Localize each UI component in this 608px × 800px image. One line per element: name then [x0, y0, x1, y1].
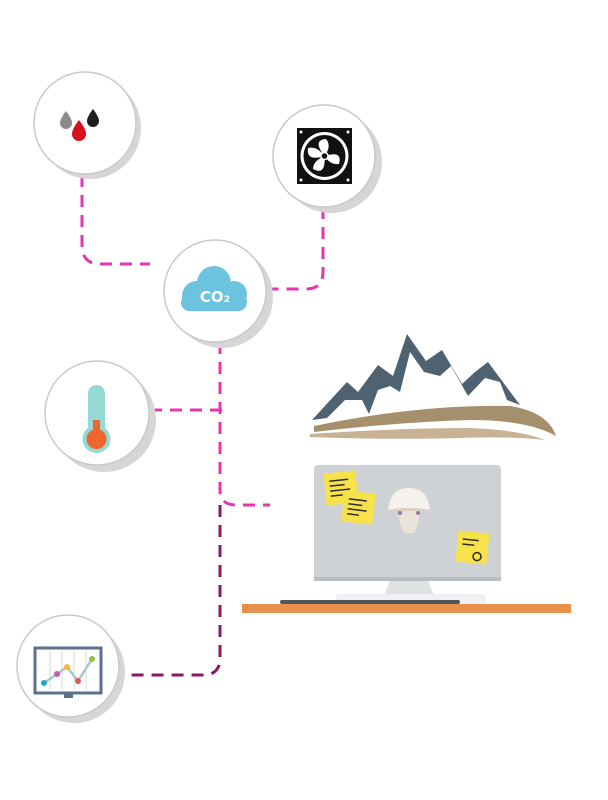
fan-to-co2-connector	[267, 207, 325, 291]
mushroom-icon	[388, 488, 430, 533]
keyboard	[280, 600, 460, 604]
connectors	[80, 175, 325, 677]
sticky-note	[455, 530, 490, 565]
chart-to-trunk-connector	[118, 505, 222, 677]
fan-node[interactable]	[272, 104, 382, 213]
monitor-stand	[384, 581, 434, 596]
chart-node[interactable]	[16, 614, 125, 723]
desk	[242, 604, 571, 613]
temperature-node[interactable]	[44, 360, 156, 472]
ventilation-fan-icon	[297, 128, 352, 184]
co2-cloud-icon	[181, 266, 247, 311]
thermometer-icon	[82, 385, 111, 453]
mountain-logo	[310, 334, 556, 440]
co2-label: CO₂	[200, 288, 230, 306]
humidity-to-co2-connector	[80, 175, 150, 266]
sticky-note	[341, 490, 376, 525]
co2-node[interactable]: CO₂	[163, 239, 273, 348]
humidity-node[interactable]	[33, 71, 141, 179]
computer-monitor	[280, 465, 501, 604]
water-drops-icon	[60, 109, 99, 141]
node-circle	[33, 71, 137, 175]
monitor-chin	[314, 577, 501, 581]
line-chart-monitor-icon	[33, 646, 103, 698]
co2-to-monitor-connector	[218, 342, 270, 507]
